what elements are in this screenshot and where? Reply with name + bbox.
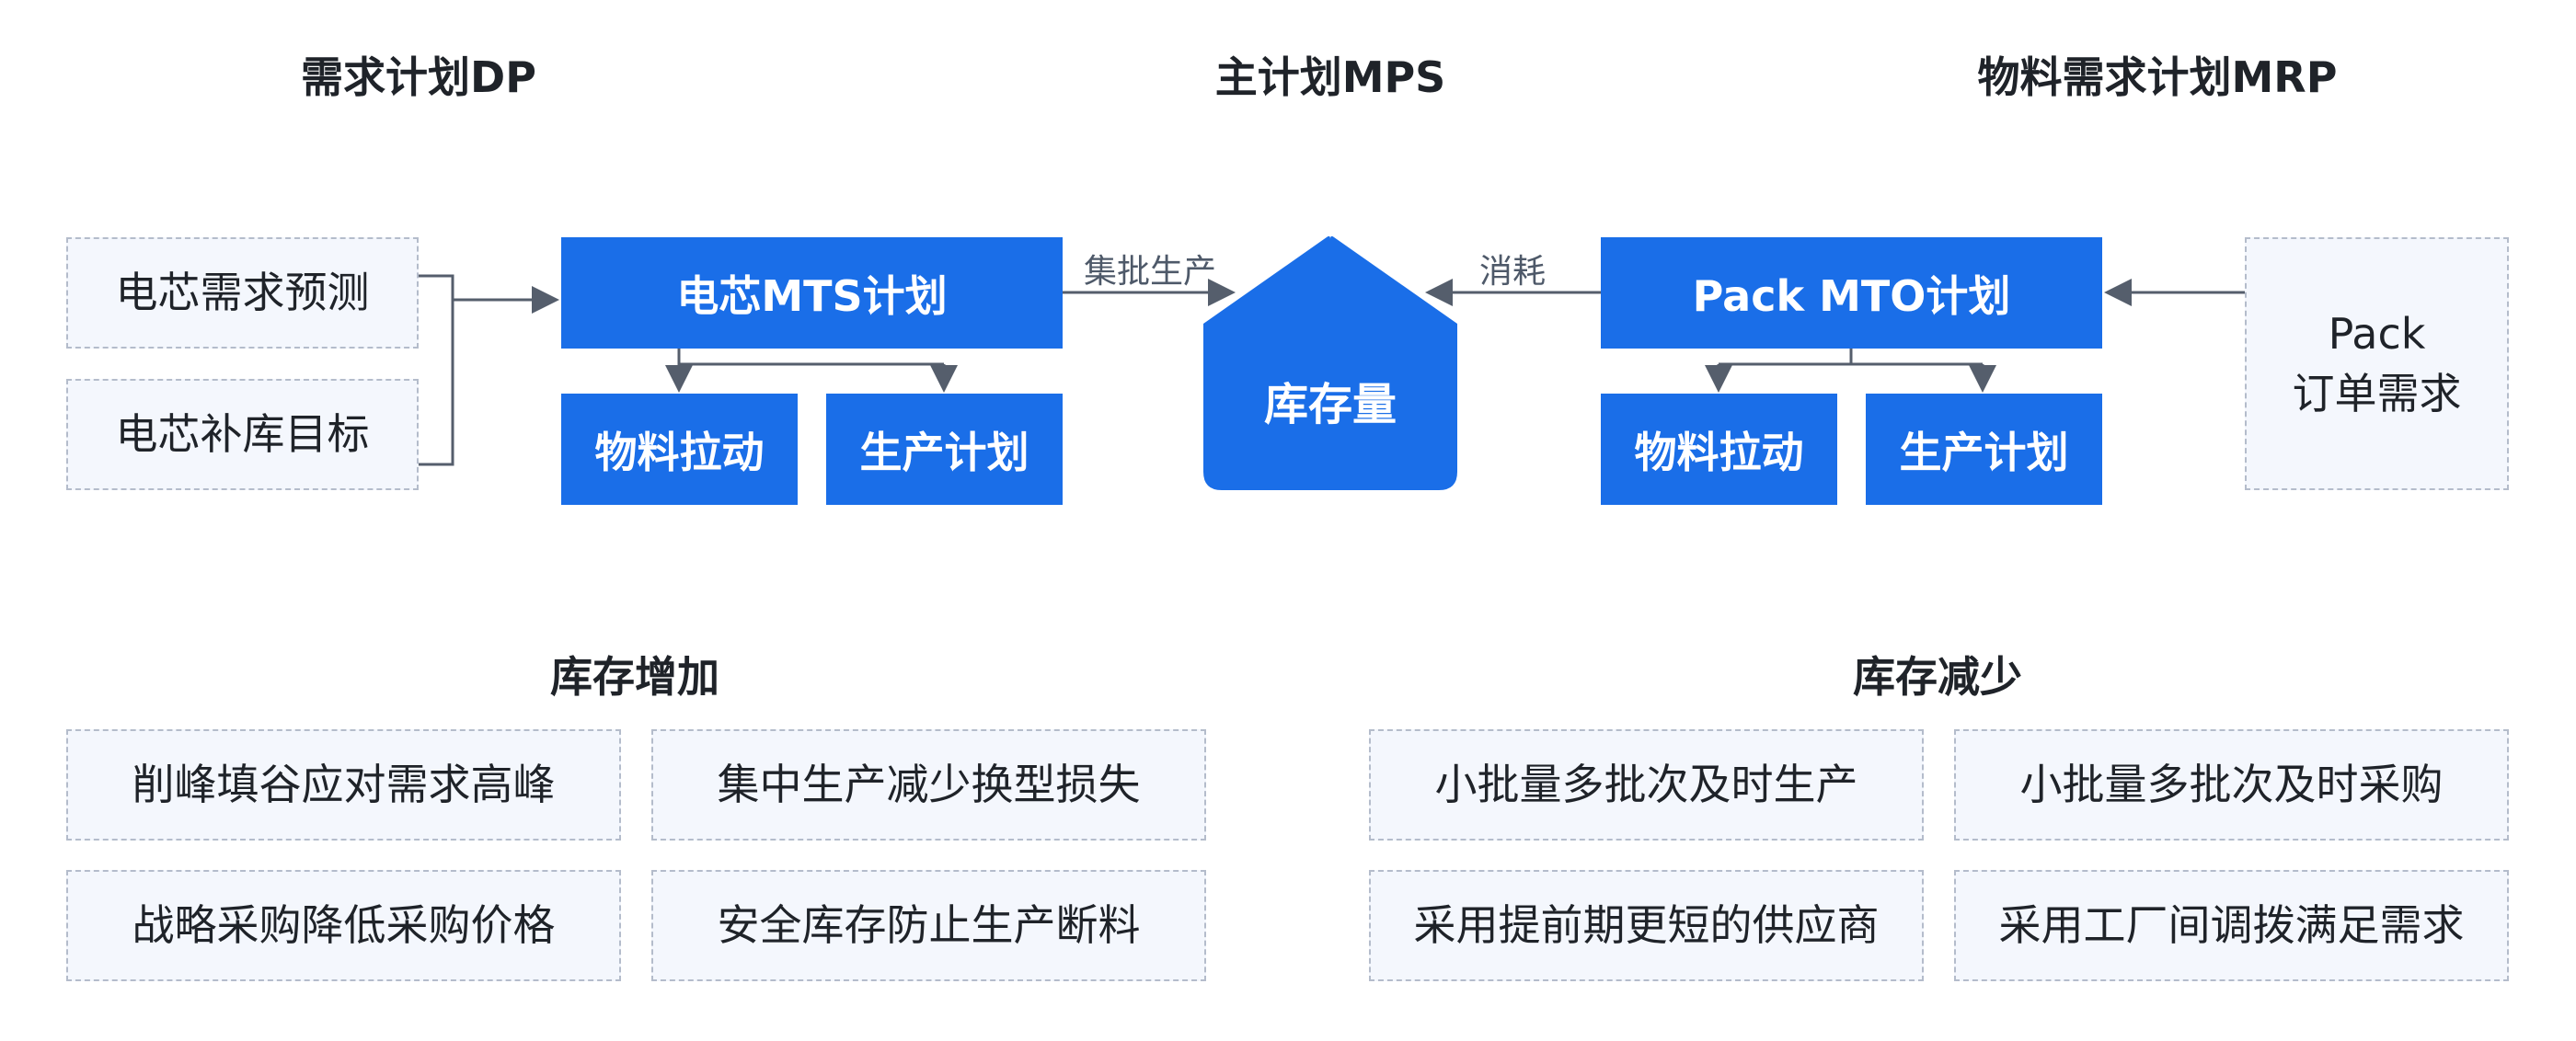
edge-label-batch-production: 集批生产 bbox=[1084, 253, 1217, 291]
mto-material-pull-box: 物料拉动 bbox=[1601, 394, 1837, 505]
increase-item: 安全库存防止生产断料 bbox=[651, 870, 1206, 981]
increase-item: 集中生产减少换型损失 bbox=[651, 729, 1206, 841]
decrease-item: 采用提前期更短的供应商 bbox=[1369, 870, 1924, 981]
mts-material-pull-box: 物料拉动 bbox=[561, 394, 798, 505]
column-title-mrp: 物料需求计划MRP bbox=[1977, 52, 2338, 102]
connector-mto-split bbox=[1719, 348, 1983, 366]
section-title-increase: 库存增加 bbox=[550, 652, 719, 702]
decrease-item: 小批量多批次及时采购 bbox=[1954, 729, 2509, 841]
connector-mts-split bbox=[677, 348, 944, 366]
decrease-item: 采用工厂间调拨满足需求 bbox=[1954, 870, 2509, 981]
edge-label-consumption: 消耗 bbox=[1479, 253, 1547, 291]
mts-plan-box: 电芯MTS计划 bbox=[561, 237, 1063, 349]
mto-plan-box: Pack MTO计划 bbox=[1601, 237, 2102, 349]
mto-production-plan-box: 生产计划 bbox=[1866, 394, 2102, 505]
section-title-decrease: 库存减少 bbox=[1853, 652, 2022, 702]
increase-item: 削峰填谷应对需求高峰 bbox=[66, 729, 621, 841]
inventory-label: 库存量 bbox=[1263, 379, 1397, 430]
column-title-mps: 主计划MPS bbox=[1214, 52, 1446, 102]
column-title-dp: 需求计划DP bbox=[301, 52, 536, 102]
input-pack-order-demand: Pack 订单需求 bbox=[2245, 237, 2509, 490]
pack-order-line2: 订单需求 bbox=[2292, 368, 2462, 418]
inventory-house-shape bbox=[1203, 235, 1457, 490]
input-restock-target: 电芯补库目标 bbox=[66, 379, 419, 490]
connector-forecast-merge bbox=[419, 274, 454, 466]
pack-order-line1: Pack bbox=[2328, 309, 2426, 360]
input-forecast: 电芯需求预测 bbox=[66, 237, 419, 349]
increase-item: 战略采购降低采购价格 bbox=[66, 870, 621, 981]
decrease-item: 小批量多批次及时生产 bbox=[1369, 729, 1924, 841]
mts-production-plan-box: 生产计划 bbox=[826, 394, 1063, 505]
